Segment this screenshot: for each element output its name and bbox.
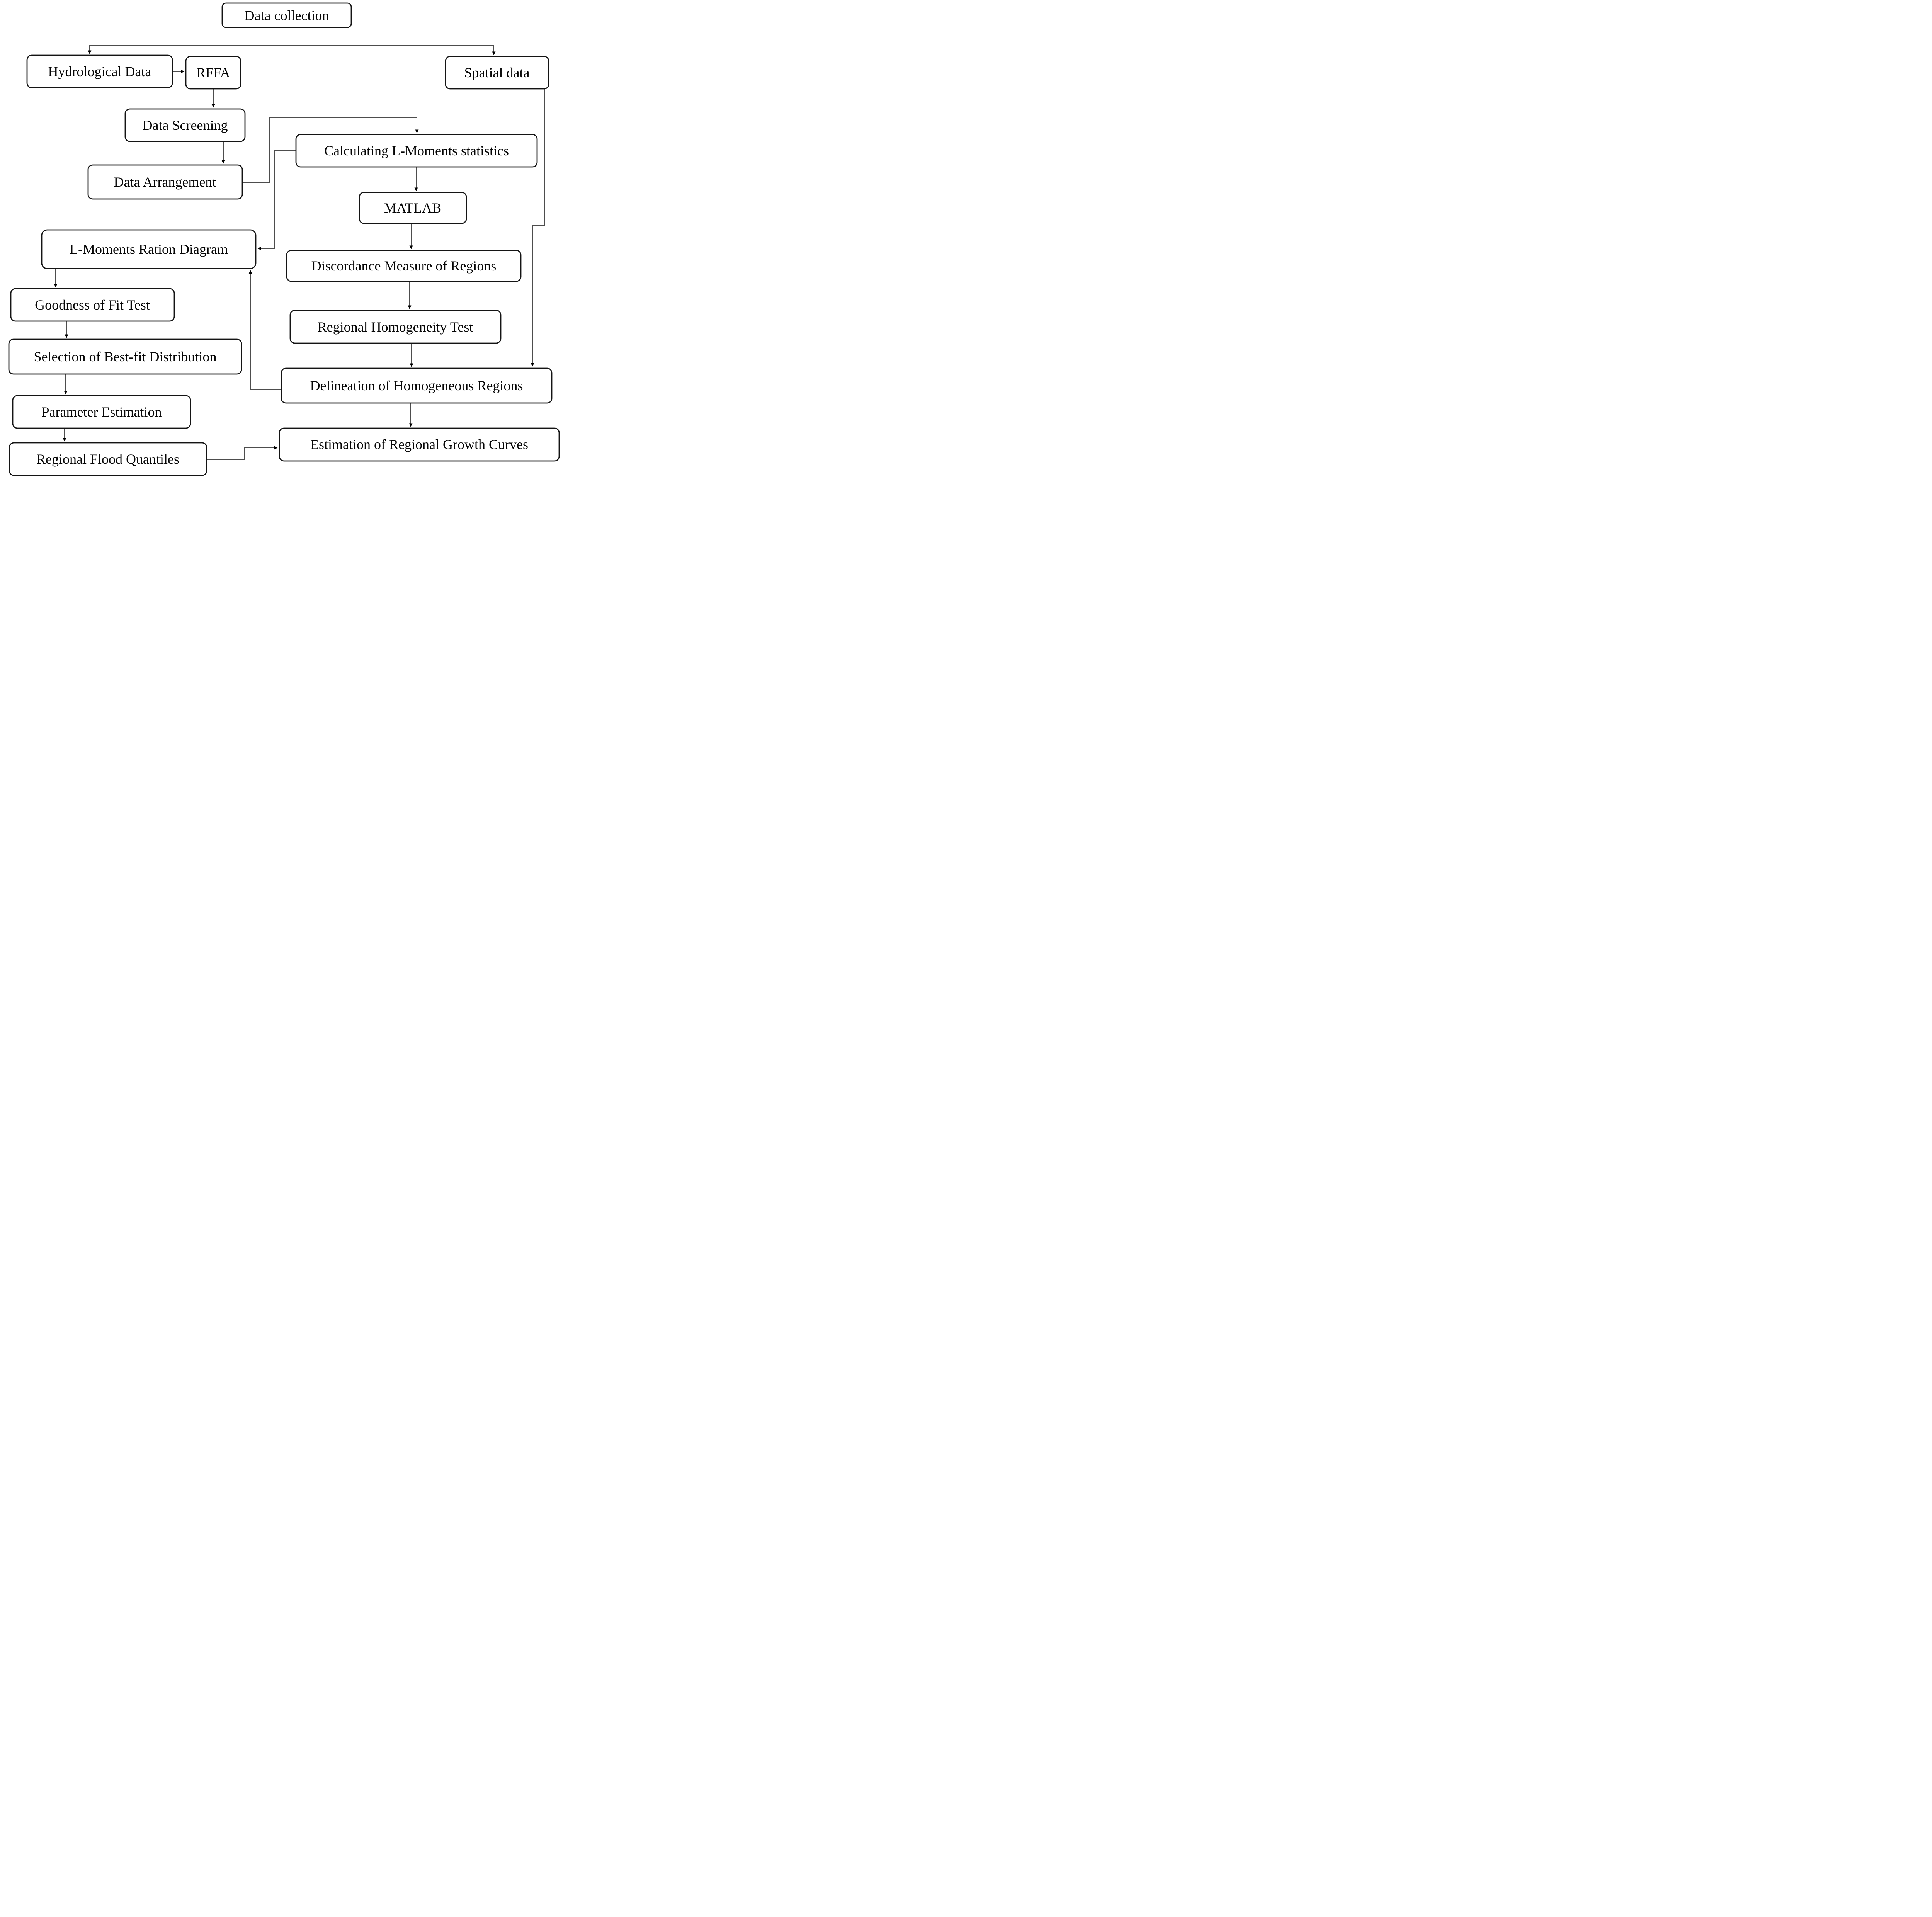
node-regional-flood-quantiles: Regional Flood Quantiles [9,442,207,476]
node-label: Parameter Estimation [42,404,162,420]
node-box [185,56,242,90]
node-goodness-of-fit-test: Goodness of Fit Test [10,288,175,322]
edge-delineation-to-l-moments-ration-diagram [248,270,281,390]
node-label: Estimation of Regional Growth Curves [310,437,528,452]
node-discordance-measure-of-regions: Discordance Measure of Regions [286,250,522,282]
node-label: Delineation of Homogeneous Regions [310,378,523,393]
node-box [286,250,522,282]
edge-regional-flood-quantiles-to-estimation-growth-curves [207,446,278,460]
node-box [87,164,243,200]
node-box [281,367,553,404]
node-box [295,134,538,168]
node-data-arrangement: Data Arrangement [87,164,243,200]
nodes-layer: Data collection Hydrological Data RFFA S… [8,2,560,476]
edge-spatial-data-to-delineation [531,89,545,367]
node-selection-of-best-fit-distribution: Selection of Best-fit Distribution [8,338,242,375]
node-spatial-data: Spatial data [445,56,549,90]
node-rffa: RFFA [185,56,242,90]
node-label: Spatial data [464,65,530,80]
node-data-screening: Data Screening [124,108,246,142]
node-label: Goodness of Fit Test [35,297,150,313]
node-l-moments-ration-diagram: L-Moments Ration Diagram [41,229,257,269]
flowchart-figure: Data collection Hydrological Data RFFA S… [0,0,569,479]
edges-layer [54,27,545,460]
node-box [12,395,191,429]
node-box [279,427,560,462]
node-box [41,229,257,269]
node-box [221,2,352,28]
node-label: Calculating L-Moments statistics [324,143,509,158]
node-box [445,56,549,90]
edge-calculating-l-moments-to-l-moments-ration-diagram [257,150,296,250]
node-box [9,442,207,476]
node-calculating-l-moments-statistics: Calculating L-Moments statistics [295,134,538,168]
node-regional-homogeneity-test: Regional Homogeneity Test [289,310,502,344]
node-delineation-of-homogeneous-regions: Delineation of Homogeneous Regions [281,367,553,404]
node-label: Selection of Best-fit Distribution [34,349,217,364]
node-label: L-Moments Ration Diagram [70,242,228,257]
node-estimation-of-regional-growth-curves: Estimation of Regional Growth Curves [279,427,560,462]
node-label: Regional Homogeneity Test [318,319,473,335]
node-box [289,310,502,344]
node-parameter-estimation: Parameter Estimation [12,395,191,429]
node-hydrological-data: Hydrological Data [26,54,173,88]
node-data-collection: Data collection [221,2,352,28]
node-label: Data Arrangement [114,174,216,190]
node-label: MATLAB [384,200,441,216]
node-box [124,108,246,142]
node-label: Regional Flood Quantiles [36,451,179,467]
node-label: RFFA [196,65,230,80]
node-label: Data Screening [143,117,228,133]
node-label: Discordance Measure of Regions [311,258,497,274]
node-box [8,338,242,375]
flowchart-canvas: Data collection Hydrological Data RFFA S… [8,2,560,476]
node-label: Hydrological Data [48,64,151,79]
node-box [359,192,467,224]
edge-data-arrangement-to-calculating-l-moments [242,117,419,183]
node-box [10,288,175,322]
node-label: Data collection [245,8,329,23]
node-matlab: MATLAB [359,192,467,224]
node-box [26,54,173,88]
